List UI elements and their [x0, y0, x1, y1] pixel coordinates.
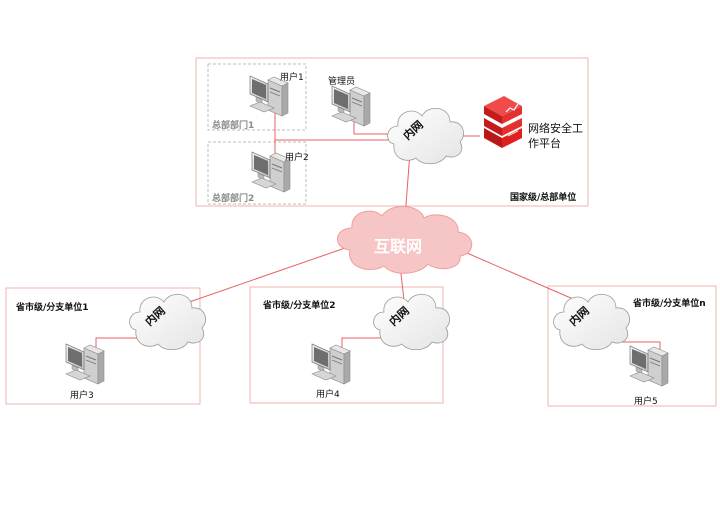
internet-label: 互联网: [374, 237, 423, 256]
hq-intranet-cloud: [387, 107, 465, 165]
dept1-box: [207, 63, 307, 131]
branchn-box: [547, 285, 717, 407]
branch2-box: [249, 286, 444, 404]
branchn-intranet-cloud: [553, 293, 631, 351]
platform-label: 网络安全工作平台: [528, 122, 583, 150]
admin-pc-icon: [331, 85, 371, 127]
user4-label: 用户4: [316, 390, 340, 400]
admin-label: 管理员: [328, 77, 356, 87]
user2-label: 用户2: [285, 153, 309, 163]
user1-label: 用户1: [280, 73, 304, 83]
branch1-unit-label: 省市级/分支单位1: [16, 303, 89, 313]
hq-unit-label: 国家级/总部单位: [510, 193, 577, 203]
user3-label: 用户3: [70, 391, 94, 401]
branchn-unit-label: 省市级/分支单位n: [633, 299, 706, 309]
dept1-label: 总部部门1: [212, 121, 255, 131]
user5-pc-icon: [629, 345, 669, 387]
branch1-box: [5, 287, 201, 405]
user4-pc-icon: [311, 343, 351, 385]
hq-unit-box: [195, 57, 589, 207]
internet-cloud: [337, 206, 473, 274]
user3-pc-icon: [65, 343, 105, 385]
user5-label: 用户5: [634, 397, 658, 407]
branch2-unit-label: 省市级/分支单位2: [263, 301, 336, 311]
branch1-intranet-cloud: [129, 293, 207, 351]
branch2-intranet-cloud: [373, 293, 451, 351]
dept2-label: 总部部门2: [212, 194, 255, 204]
security-platform-icon: [484, 96, 522, 148]
